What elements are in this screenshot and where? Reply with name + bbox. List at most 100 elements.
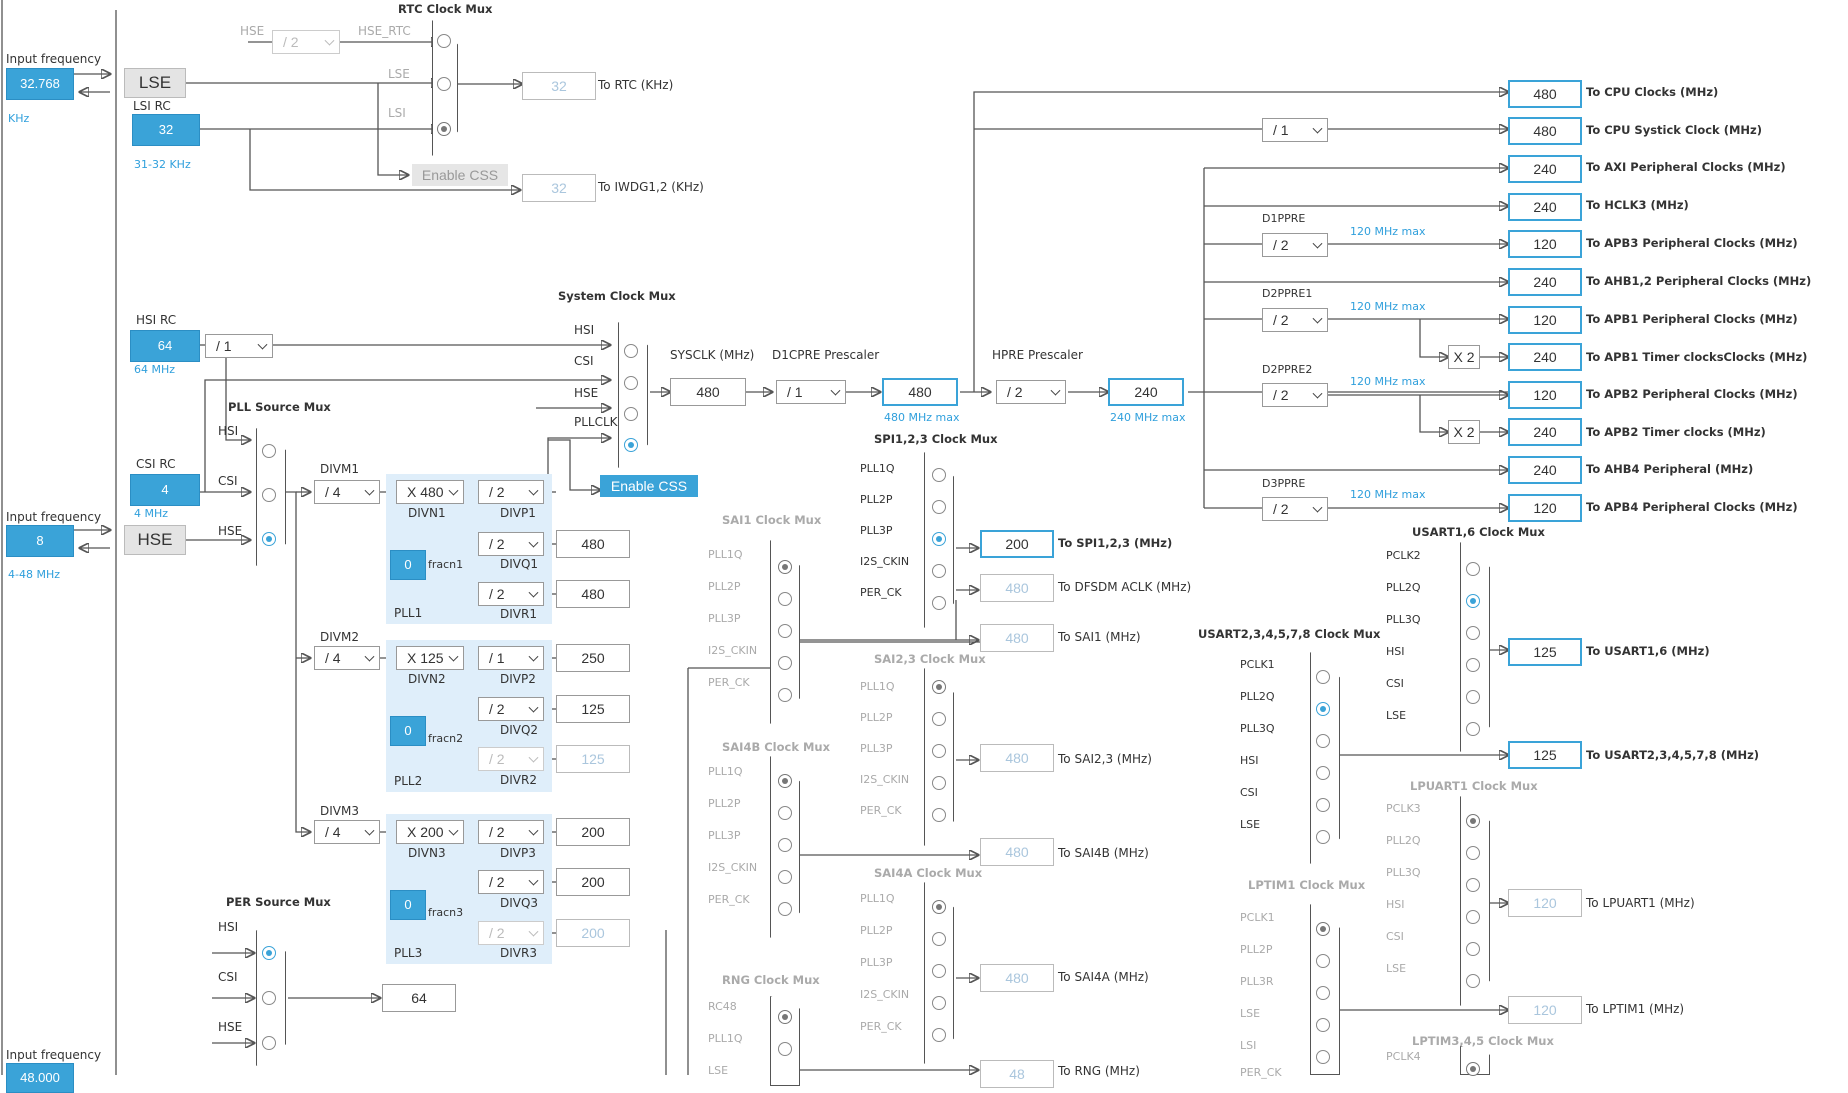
lpuart-radio-1[interactable]: [1466, 814, 1480, 828]
pll3-divm[interactable]: / 4: [314, 820, 380, 844]
sai4a-radio-2[interactable]: [932, 932, 946, 946]
pllsrc-radio-hsi[interactable]: [262, 444, 276, 458]
rtc-mux-radio-hse[interactable]: [437, 34, 451, 48]
sai4a-radio-5[interactable]: [932, 1028, 946, 1042]
apb4-value[interactable]: 120: [1508, 494, 1582, 522]
sai23-radio-3[interactable]: [932, 744, 946, 758]
sys-mux-radio-csi[interactable]: [624, 376, 638, 390]
hse-frequency-input[interactable]: 8: [6, 525, 74, 557]
d1ppre-divider[interactable]: / 2: [1262, 233, 1328, 257]
pllsrc-radio-csi[interactable]: [262, 488, 276, 502]
hsi-divider[interactable]: / 1: [205, 334, 273, 358]
lptim1-radio-1[interactable]: [1316, 922, 1330, 936]
usart16-radio-1[interactable]: [1466, 562, 1480, 576]
pll2-divq[interactable]: / 2: [478, 697, 544, 721]
pll3-divr[interactable]: / 2: [478, 921, 544, 945]
pll3-divp[interactable]: / 2: [478, 820, 544, 844]
spi-radio-5[interactable]: [932, 596, 946, 610]
sai4b-radio-5[interactable]: [778, 902, 792, 916]
sai4a-radio-3[interactable]: [932, 964, 946, 978]
usart16-radio-2[interactable]: [1466, 594, 1480, 608]
per-radio-csi[interactable]: [262, 991, 276, 1005]
usart16-radio-6[interactable]: [1466, 722, 1480, 736]
pll1-divq[interactable]: / 2: [478, 532, 544, 556]
rtc-enable-css-button[interactable]: Enable CSS: [412, 164, 508, 186]
sai4b-radio-2[interactable]: [778, 806, 792, 820]
lpuart-radio-6[interactable]: [1466, 974, 1480, 988]
lptim1-radio-2[interactable]: [1316, 954, 1330, 968]
sai1-radio-3[interactable]: [778, 624, 792, 638]
ahb12-value[interactable]: 240: [1508, 268, 1582, 296]
spi-radio-3[interactable]: [932, 532, 946, 546]
sai23-radio-2[interactable]: [932, 712, 946, 726]
pll2-divn[interactable]: X 125: [396, 646, 464, 670]
sai1-radio-4[interactable]: [778, 656, 792, 670]
apb3-value[interactable]: 120: [1508, 230, 1582, 258]
bottom-input-value[interactable]: 48.000: [6, 1063, 74, 1093]
hclk3-value[interactable]: 240: [1508, 193, 1582, 221]
d2ppre2-divider[interactable]: / 2: [1262, 383, 1328, 407]
systick-divider[interactable]: / 1: [1262, 118, 1328, 142]
spi-radio-2[interactable]: [932, 500, 946, 514]
pll2-divp[interactable]: / 1: [478, 646, 544, 670]
lse-frequency-input[interactable]: 32.768: [6, 68, 74, 100]
spi-output[interactable]: 200: [980, 530, 1054, 558]
lpuart-radio-4[interactable]: [1466, 910, 1480, 924]
rtc-hse-divider[interactable]: / 2: [272, 30, 340, 54]
apb2-value[interactable]: 120: [1508, 381, 1582, 409]
d1cpre-divider[interactable]: / 1: [776, 380, 846, 404]
pll3-divq[interactable]: / 2: [478, 870, 544, 894]
sai4a-radio-1[interactable]: [932, 900, 946, 914]
usart16-radio-3[interactable]: [1466, 626, 1480, 640]
per-radio-hsi[interactable]: [262, 946, 276, 960]
rng-radio-1[interactable]: [778, 1010, 792, 1024]
pll1-divn[interactable]: X 480: [396, 480, 464, 504]
usart2-radio-2[interactable]: [1316, 702, 1330, 716]
sai1-radio-2[interactable]: [778, 592, 792, 606]
lpuart-radio-3[interactable]: [1466, 878, 1480, 892]
sai4b-radio-4[interactable]: [778, 870, 792, 884]
usart2-radio-3[interactable]: [1316, 734, 1330, 748]
pllsrc-radio-hse[interactable]: [262, 532, 276, 546]
pll2-divr[interactable]: / 2: [478, 747, 544, 771]
lptim1-radio-5[interactable]: [1316, 1050, 1330, 1064]
lptim1-radio-4[interactable]: [1316, 1018, 1330, 1032]
sys-mux-radio-hse[interactable]: [624, 407, 638, 421]
usart16-output[interactable]: 125: [1508, 638, 1582, 666]
usart2-radio-1[interactable]: [1316, 670, 1330, 684]
rng-radio-2[interactable]: [778, 1042, 792, 1056]
sai1-radio-1[interactable]: [778, 560, 792, 574]
sai23-radio-5[interactable]: [932, 808, 946, 822]
pll2-fracn-input[interactable]: 0: [390, 716, 426, 746]
d2ppre1-divider[interactable]: / 2: [1262, 308, 1328, 332]
axi-value[interactable]: 240: [1508, 155, 1582, 183]
usart2-radio-4[interactable]: [1316, 766, 1330, 780]
sai4b-radio-3[interactable]: [778, 838, 792, 852]
hse-block[interactable]: HSE: [124, 525, 186, 555]
per-radio-hse[interactable]: [262, 1036, 276, 1050]
sys-mux-radio-pllclk[interactable]: [624, 438, 638, 452]
apb1-value[interactable]: 120: [1508, 306, 1582, 334]
rtc-mux-radio-lsi[interactable]: [437, 122, 451, 136]
pll3-fracn-input[interactable]: 0: [390, 890, 426, 920]
sai1-radio-5[interactable]: [778, 688, 792, 702]
ahb4-value[interactable]: 240: [1508, 456, 1582, 484]
lpuart-radio-5[interactable]: [1466, 942, 1480, 956]
usart2-output[interactable]: 125: [1508, 741, 1582, 769]
lse-block[interactable]: LSE: [124, 68, 186, 98]
sys-enable-css-button[interactable]: Enable CSS: [600, 475, 698, 497]
usart16-radio-5[interactable]: [1466, 690, 1480, 704]
apb1-timer-value[interactable]: 240: [1508, 343, 1582, 371]
d3ppre-divider[interactable]: / 2: [1262, 497, 1328, 521]
cpu-clocks-value[interactable]: 480: [1508, 80, 1582, 108]
hclk-value[interactable]: 240: [1108, 378, 1184, 406]
pll1-divp[interactable]: / 2: [478, 480, 544, 504]
usart16-radio-4[interactable]: [1466, 658, 1480, 672]
spi-radio-4[interactable]: [932, 564, 946, 578]
sai4b-radio-1[interactable]: [778, 774, 792, 788]
sai23-radio-1[interactable]: [932, 680, 946, 694]
hpre-divider[interactable]: / 2: [996, 380, 1066, 404]
spi-radio-1[interactable]: [932, 468, 946, 482]
rtc-mux-radio-lse[interactable]: [437, 77, 451, 91]
pll1-fracn-input[interactable]: 0: [390, 550, 426, 580]
